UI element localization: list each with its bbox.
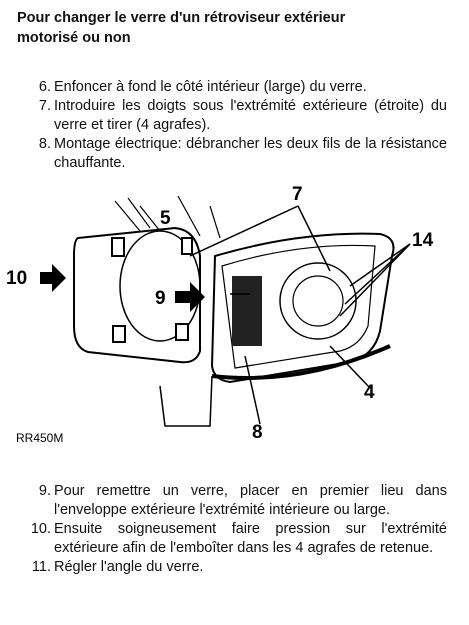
step-item: 11.Régler l'angle du verre. bbox=[27, 558, 447, 577]
callout-10: 10 bbox=[6, 268, 27, 289]
step-item: 6.Enfoncer à fond le côté intérieur (lar… bbox=[27, 78, 447, 97]
callout-9: 9 bbox=[155, 288, 166, 309]
heading-line-1: Pour changer le verre d'un rétroviseur e… bbox=[17, 10, 346, 26]
leader-lines bbox=[189, 205, 411, 425]
reference-code: RR450M bbox=[16, 431, 63, 445]
mirror-glass bbox=[73, 226, 201, 364]
callout-4: 4 bbox=[364, 382, 375, 403]
mirror-diagram: 10 9 5 7 14 4 8 RR450M bbox=[6, 184, 434, 445]
callout-8: 8 bbox=[252, 422, 263, 443]
step-item: 8.Montage électrique: débrancher les deu… bbox=[27, 135, 447, 173]
step-text: Régler l'angle du verre. bbox=[54, 559, 204, 575]
step-item: 9.Pour remettre un verre, placer en prem… bbox=[27, 482, 447, 520]
arrow-9 bbox=[175, 282, 205, 312]
steps-list-top: 6.Enfoncer à fond le côté intérieur (lar… bbox=[27, 78, 447, 173]
step-text: Ensuite soigneusement faire pression sur… bbox=[54, 521, 447, 556]
step-item: 10.Ensuite soigneusement faire pression … bbox=[27, 520, 447, 558]
callout-14: 14 bbox=[412, 230, 434, 251]
step-text: Pour remettre un verre, placer en premie… bbox=[54, 483, 447, 518]
heading-line-2: motorisé ou non bbox=[17, 30, 131, 46]
step-number: 6. bbox=[38, 79, 51, 95]
step-text: Montage électrique: débrancher les deux … bbox=[54, 136, 447, 171]
steps-list-bottom: 9.Pour remettre un verre, placer en prem… bbox=[27, 482, 447, 577]
step-item: 7.Introduire les doigts sous l'extrémité… bbox=[27, 97, 447, 135]
step-number: 7. bbox=[38, 98, 51, 114]
step-number: 8. bbox=[38, 136, 51, 152]
section-heading: Pour changer le verre d'un rétroviseur e… bbox=[17, 8, 457, 48]
door-pillar bbox=[114, 195, 221, 239]
step-number: 9. bbox=[38, 483, 51, 499]
callout-7: 7 bbox=[292, 184, 303, 205]
mirror-housing bbox=[159, 232, 395, 427]
callout-5: 5 bbox=[160, 208, 171, 229]
step-text: Enfoncer à fond le côté intérieur (large… bbox=[54, 79, 367, 95]
arrow-10 bbox=[40, 264, 66, 292]
step-number: 10. bbox=[30, 521, 51, 537]
step-text: Introduire les doigts sous l'extrémité e… bbox=[54, 98, 447, 133]
step-number: 11. bbox=[31, 559, 51, 575]
